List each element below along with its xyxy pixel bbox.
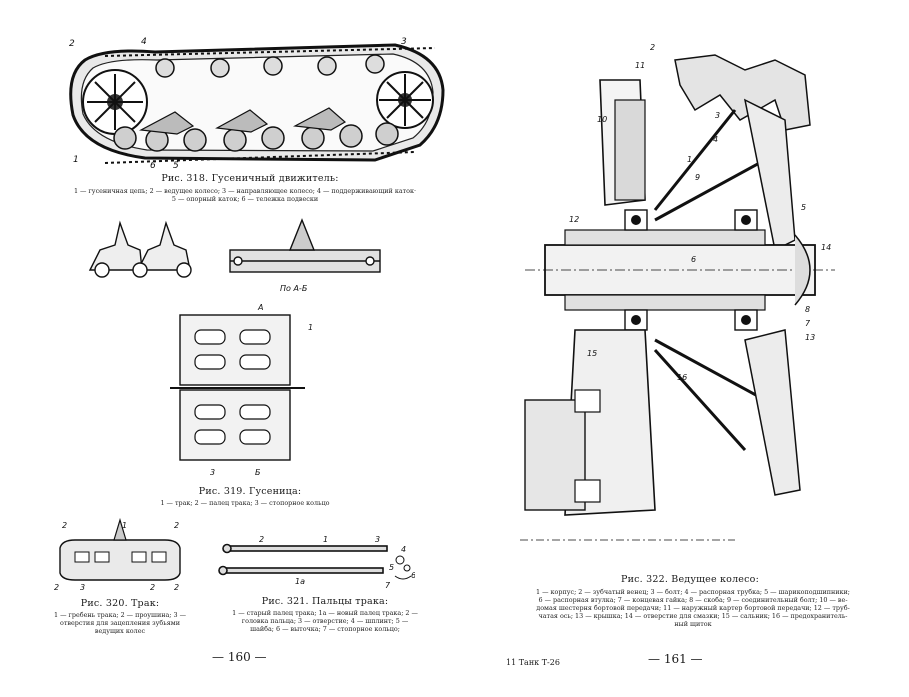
callout-6: 6 <box>691 255 696 264</box>
left-page: 2 4 3 1 6 5 Рис. 318. Гусеничный движите… <box>54 37 445 664</box>
callout-5: 5 <box>801 203 806 212</box>
callout-3: 3 <box>401 37 407 47</box>
callout-7: 7 <box>805 319 811 328</box>
fig319-legend: 1 — трак; 2 — палец трака; 3 — стопорное… <box>160 499 330 507</box>
fig319-title: Рис. 319. Гусеница: <box>198 486 302 497</box>
callout-7: 7 <box>385 581 391 590</box>
callout-8: 8 <box>805 305 810 314</box>
callout-5: 5 <box>173 161 179 171</box>
fig321-legend-line2: головка пальца; 3 — отверстие; 4 — шплин… <box>241 617 409 625</box>
callout-2: 2 <box>62 521 67 530</box>
callout-3: 3 <box>80 583 85 592</box>
callout-13: 13 <box>805 333 815 342</box>
fig320-title: Рис. 320. Трак: <box>80 598 160 609</box>
fig318-legend-line1: 1 — гусеничная цепь; 2 — ведущее колесо;… <box>73 187 417 195</box>
track-drive-drawing: 2 4 3 1 6 5 <box>69 37 445 171</box>
fig321-legend-line3: шайба; 6 — выточка; 7 — стопорное кольцо… <box>250 625 400 633</box>
fig320-legend-line3: ведущих колес <box>94 627 146 635</box>
track-link-side-views: По А-Б <box>88 218 381 293</box>
callout-4: 4 <box>141 37 147 47</box>
fig322-legend-line1: 1 — корпус; 2 — зубчатый венец; 3 — болт… <box>536 588 850 596</box>
callout-10: 10 <box>597 115 607 124</box>
fig322-title: Рис. 322. Ведущее колесо: <box>621 574 759 585</box>
callout-1: 1 <box>308 323 313 332</box>
callout-5: 5 <box>389 563 394 572</box>
fig318-legend-line2: 5 — опорный каток; 6 — тележка подвески <box>171 195 319 203</box>
fig321-title: Рис. 321. Пальцы трака: <box>261 596 389 607</box>
right-page: 2 11 10 3 1 4 9 5 12 6 14 8 7 13 15 16 Р… <box>470 0 909 697</box>
fig320-legend-line2: отверстия для зацепления зубьями <box>59 619 181 627</box>
fig321-legend-line1: 1 — старый палец трака; 1а — новый палец… <box>232 609 418 617</box>
callout-1: 1 <box>323 535 328 544</box>
callout-6: 6 <box>411 571 415 580</box>
callout-14: 14 <box>821 243 831 252</box>
callout-11: 11 <box>635 61 645 70</box>
callout-B: Б <box>255 468 261 477</box>
callout-3: 3 <box>210 468 215 477</box>
page-number-left: — 160 — <box>212 650 267 664</box>
track-pins-drawing: 2 1 3 4 5 6 1а 7 <box>218 535 415 590</box>
callout-12: 12 <box>569 215 579 224</box>
callout-3: 3 <box>715 111 720 120</box>
section-label: По А-Б <box>280 284 308 293</box>
fig322-legend-line2: 6 — распорная втулка; 7 — концевая гайка… <box>538 596 848 604</box>
drive-wheel-drawing: 2 11 10 3 1 4 9 5 12 6 14 8 7 13 15 16 <box>520 43 835 541</box>
callout-9: 9 <box>695 173 700 182</box>
track-shoe-drawing: 2 1 2 2 3 2 2 <box>54 518 181 592</box>
callout-2: 2 <box>650 43 655 52</box>
fig322-legend-line4: чатая ось; 13 — крышка; 14 — отверстие д… <box>538 612 848 620</box>
callout-2: 2 <box>69 39 75 49</box>
callout-3: 3 <box>375 535 380 544</box>
callout-15: 15 <box>587 349 597 358</box>
callout-1: 1 <box>687 155 692 164</box>
callout-16: 16 <box>677 373 687 382</box>
callout-4: 4 <box>401 545 406 554</box>
callout-1a: 1а <box>295 577 305 586</box>
callout-2: 2 <box>259 535 264 544</box>
fig322-legend-line3: домая шестерня бортовой передачи; 11 — н… <box>536 604 850 612</box>
callout-4: 4 <box>713 135 718 144</box>
fig318-title: Рис. 318. Гусеничный движитель: <box>161 173 339 184</box>
callout-A: А <box>257 303 263 312</box>
track-plan-drawing: А 1 3 Б <box>170 303 313 477</box>
fig322-legend-line5: ный щиток <box>674 620 712 628</box>
callout-2d: 2 <box>150 583 155 592</box>
callout-1: 1 <box>73 155 79 165</box>
page-footer-signature: 11 Танк Т-26 <box>506 658 560 667</box>
fig320-legend-line1: 1 — гребень трака; 2 — проушина; 3 — <box>54 611 186 619</box>
callout-2e: 2 <box>174 583 179 592</box>
page-number-right: — 161 — <box>648 652 703 666</box>
callout-2b: 2 <box>174 521 179 530</box>
callout-1: 1 <box>122 521 127 530</box>
callout-6: 6 <box>150 161 156 171</box>
callout-2c: 2 <box>54 583 59 592</box>
